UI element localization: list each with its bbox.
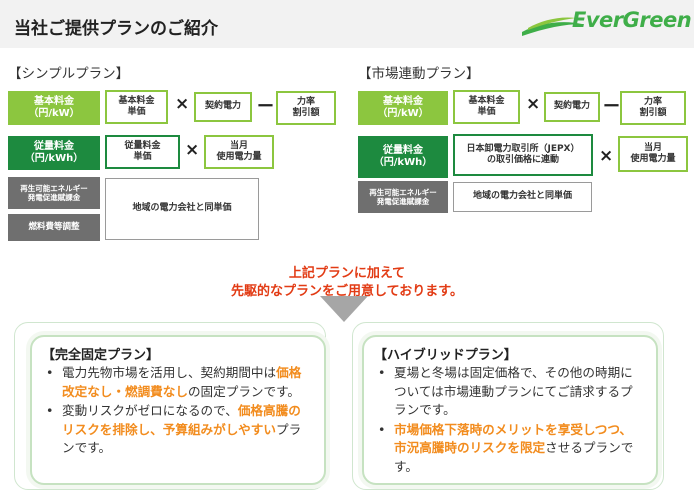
evergreen-logo-swoosh (522, 17, 582, 36)
simple-contract-power: 契約電力 (194, 92, 252, 122)
callout-line-2: 先駆的なプランをご用意しております。 (231, 284, 463, 299)
market-renewable-levy: 再生可能エネルギー 発電促進賦課金 (358, 181, 448, 213)
hybrid-bullet-2: 市場価格下落時のメリットを享受しつつ、市況高騰時のリスクを限定させるプランです。 (376, 421, 638, 477)
down-arrow-icon (320, 296, 368, 322)
market-plan-heading: 【市場連動プラン】 (358, 66, 480, 82)
hybrid-plan-bullets: 夏場と冬場は固定価格で、その他の時期については市場連動プランにてご請求するプラン… (376, 364, 638, 477)
hybrid-plan-heading: 【ハイブリッドプラン】 (374, 348, 517, 363)
market-monthly-usage: 当月 使用電力量 (618, 136, 688, 172)
fixed-plan-bullets: 電力先物市場を活用し、契約期間中は価格改定なし・燃調費なしの固定プランです。 変… (44, 364, 306, 459)
simple-renewable-levy: 再生可能エネルギー 発電促進賦課金 (8, 177, 100, 209)
market-power-factor: 力率 割引額 (620, 91, 686, 125)
market-times-1: × (526, 94, 541, 114)
simple-basic-fee: 基本料金 （円/kW） (8, 91, 100, 125)
simple-basic-unit: 基本料金 単価 (105, 90, 168, 124)
market-basic-fee: 基本料金 （円/kW） (358, 91, 448, 125)
market-contract-power: 契約電力 (544, 92, 600, 122)
simple-plan-heading: 【シンプルプラン】 (8, 66, 130, 82)
simple-metered-unit: 従量料金 単価 (105, 135, 180, 169)
fixed-plan-heading: 【完全固定プラン】 (42, 348, 160, 363)
market-jepx-price: 日本卸電力取引所（JEPX） の取引価格に連動 (453, 134, 593, 176)
simple-times-2: × (185, 140, 200, 160)
simple-monthly-usage: 当月 使用電力量 (204, 135, 274, 169)
logo-text: EverGreen (572, 8, 692, 32)
market-metered-fee: 従量料金 （円/kWh） (358, 136, 448, 178)
page-title: 当社ご提供プランのご紹介 (14, 19, 218, 39)
market-regional-price: 地域の電力会社と同単価 (453, 182, 592, 212)
hybrid-card-shadow (352, 322, 664, 490)
callout-line-1: 上記プランに加えて (288, 266, 406, 281)
fixed-bullet-2: 変動リスクがゼロになるので、価格高騰のリスクを排除し、予算組みがしやすいプランで… (44, 402, 306, 458)
simple-minus: ー (257, 97, 274, 117)
simple-metered-fee: 従量料金 （円/kWh） (8, 136, 100, 170)
simple-fuel-adjust: 燃料費等調整 (8, 214, 100, 241)
market-minus: ー (603, 97, 620, 117)
market-times-2: × (599, 146, 614, 166)
simple-power-factor: 力率 割引額 (276, 91, 336, 125)
simple-regional-price: 地域の電力会社と同単価 (105, 178, 259, 240)
fixed-bullet-1: 電力先物市場を活用し、契約期間中は価格改定なし・燃調費なしの固定プランです。 (44, 364, 306, 401)
hybrid-bullet-1: 夏場と冬場は固定価格で、その他の時期については市場連動プランにてご請求するプラン… (376, 364, 638, 420)
market-basic-unit: 基本料金 単価 (453, 90, 520, 124)
simple-times-1: × (175, 94, 190, 114)
